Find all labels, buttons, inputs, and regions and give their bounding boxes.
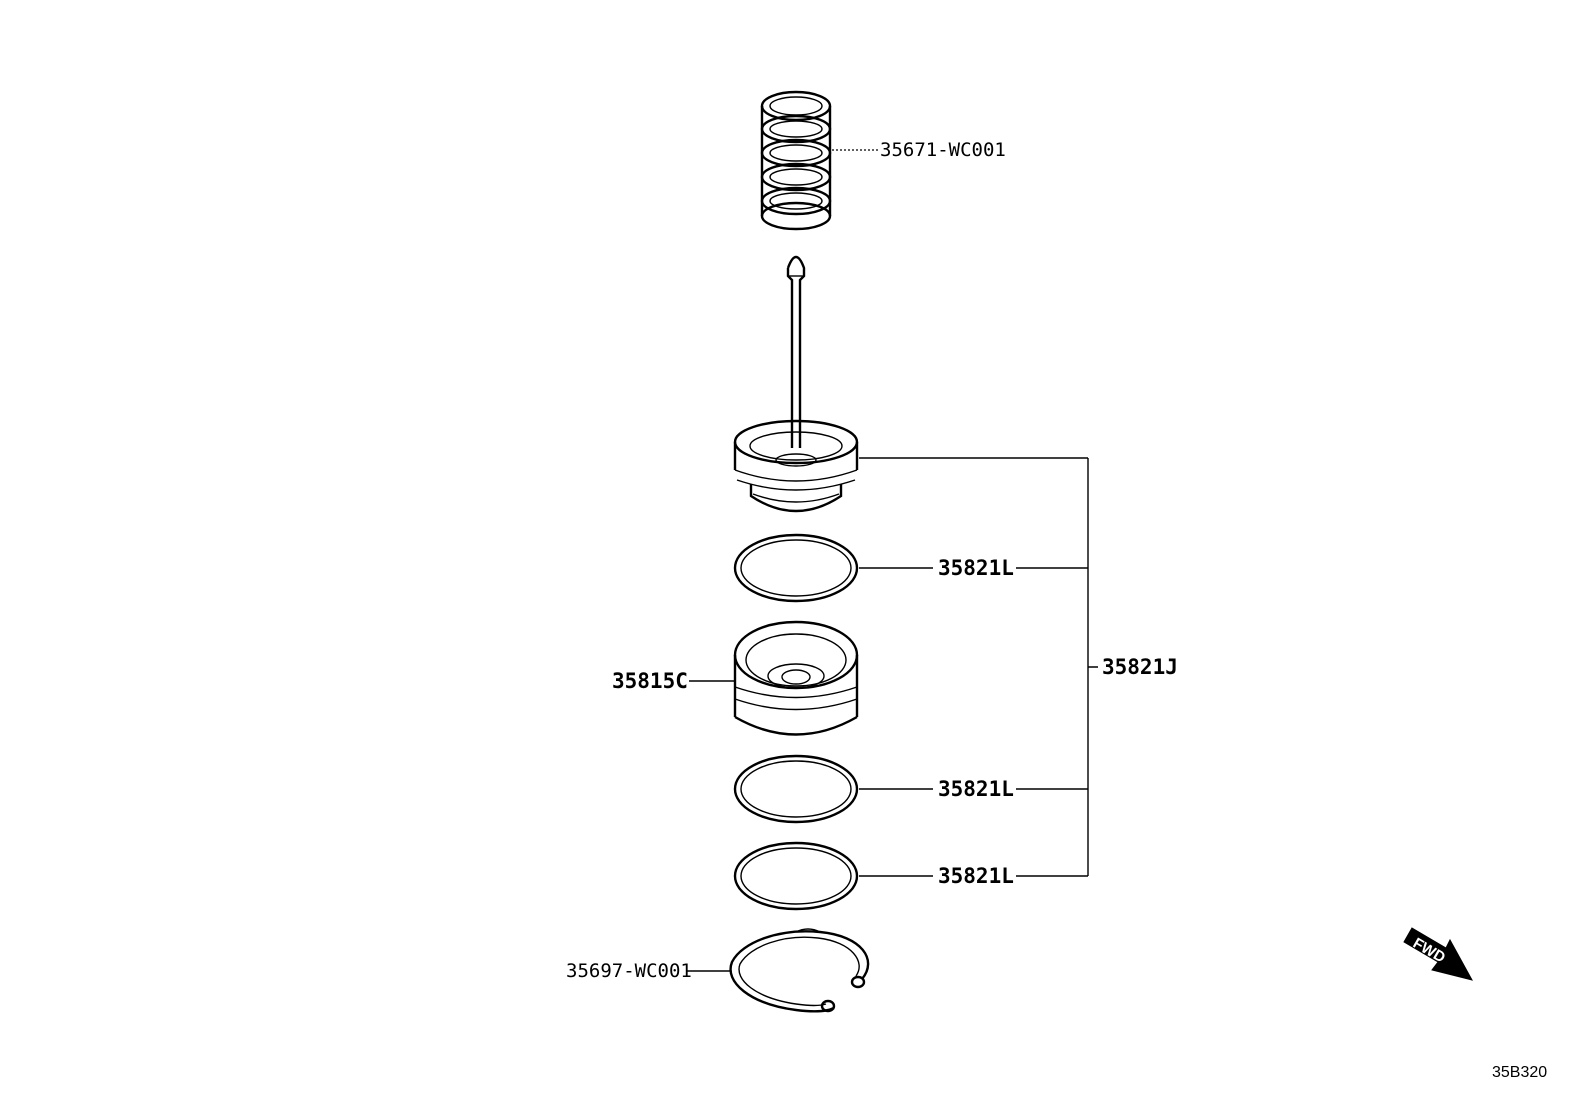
o-ring-icon[interactable] <box>733 533 859 603</box>
oring-2-part-number[interactable]: 35821L <box>938 777 1014 801</box>
spring-part-number[interactable]: 35671-WC001 <box>880 139 1006 161</box>
seal-kit-bracket <box>1087 458 1098 876</box>
piston-part-number[interactable]: 35815C <box>612 669 688 693</box>
compression-spring-icon[interactable] <box>760 90 832 231</box>
figure-code: 35B320 <box>1492 1064 1547 1081</box>
piston-cup-icon[interactable] <box>733 620 859 736</box>
snap-ring-part-number[interactable]: 35697-WC001 <box>566 960 692 982</box>
fwd-arrow-icon: FWD <box>1403 927 1473 981</box>
o-ring-icon[interactable] <box>733 754 859 824</box>
valve-plunger-icon[interactable] <box>733 255 859 513</box>
seal-kit-part-number[interactable]: 35821J <box>1102 655 1178 679</box>
oring-1-part-number[interactable]: 35821L <box>938 556 1014 580</box>
o-ring-icon[interactable] <box>733 841 859 911</box>
oring-3-part-number[interactable]: 35821L <box>938 864 1014 888</box>
snap-ring-icon[interactable] <box>729 928 870 1013</box>
